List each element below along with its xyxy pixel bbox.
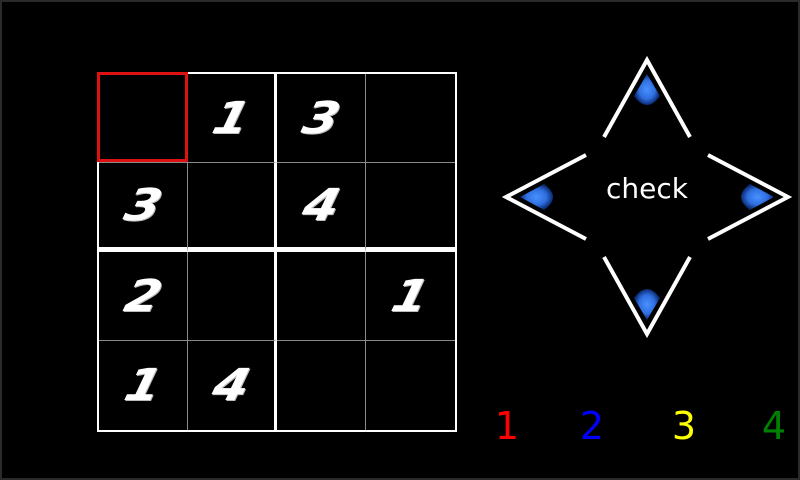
arrow-left-icon[interactable] — [502, 153, 587, 241]
grid-cell[interactable]: 3 — [277, 74, 366, 163]
cell-value: 3 — [297, 92, 345, 144]
grid-cell[interactable] — [277, 252, 366, 341]
cell-value: 1 — [386, 270, 435, 322]
grid-cell[interactable]: 4 — [277, 163, 366, 252]
dpad-graphic — [502, 55, 792, 339]
grid-cell[interactable] — [188, 163, 277, 252]
grid-cell[interactable] — [366, 341, 455, 430]
cell-value: 1 — [207, 92, 255, 144]
grid-cell[interactable] — [366, 163, 455, 252]
sudoku-grid: 1 3 3 4 2 1 1 4 — [97, 72, 457, 432]
cell-value: 3 — [119, 179, 167, 231]
cell-value: 1 — [119, 360, 167, 411]
number-button-4[interactable]: 4 — [761, 404, 787, 448]
grid-cell[interactable]: 1 — [188, 74, 277, 163]
direction-pad: check — [502, 52, 792, 342]
grid-cell[interactable] — [188, 252, 277, 341]
grid-cell[interactable]: 4 — [188, 341, 277, 430]
grid-cell[interactable]: 3 — [99, 163, 188, 252]
grid-cell[interactable]: 2 — [99, 252, 188, 341]
arrow-up-icon[interactable] — [602, 55, 692, 138]
cell-value: 4 — [297, 179, 345, 231]
arrow-right-icon[interactable] — [707, 153, 792, 241]
arrow-down-icon[interactable] — [602, 256, 692, 339]
number-button-1[interactable]: 1 — [494, 404, 520, 448]
cell-value: 2 — [119, 270, 167, 322]
grid-cell[interactable]: 1 — [99, 341, 188, 430]
number-palette: 1 2 3 4 — [472, 400, 800, 452]
grid-cell[interactable] — [99, 74, 188, 163]
number-button-2[interactable]: 2 — [579, 404, 605, 448]
grid-cell[interactable] — [366, 74, 455, 163]
grid-cell[interactable] — [277, 341, 366, 430]
number-button-3[interactable]: 3 — [671, 404, 697, 448]
grid-cell[interactable]: 1 — [366, 252, 455, 341]
check-button[interactable]: check — [606, 172, 688, 205]
cell-value: 4 — [207, 360, 255, 411]
